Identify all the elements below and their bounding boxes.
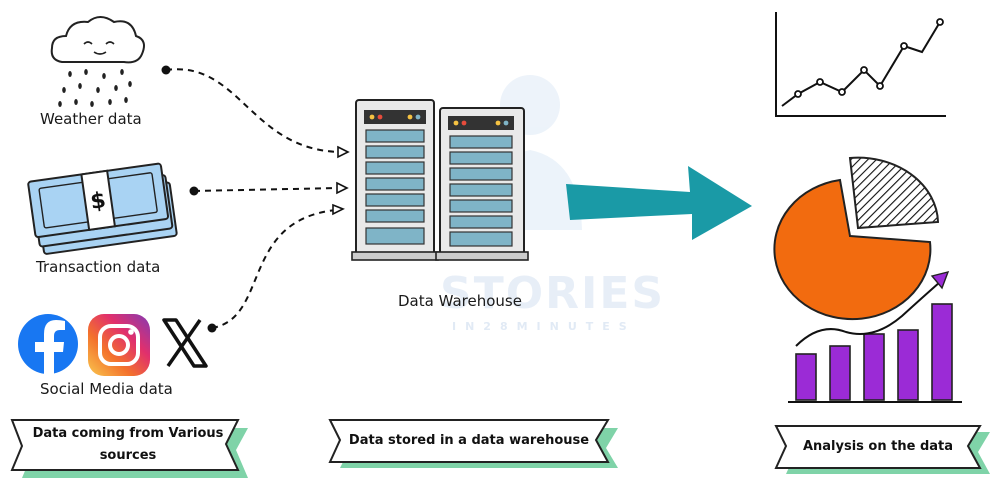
banner-sources-text: Data coming from Various sources [32,426,224,463]
banner-analysis-text: Analysis on the data [802,439,954,454]
banner-warehouse-shape [328,419,618,468]
social-media-data-label: Social Media data [40,380,173,398]
cloud-rain-icon [50,16,145,107]
transaction-data-label: Transaction data [36,258,161,276]
banner-sources: Data coming from Various sources [30,421,226,469]
watermark-subtitle: IN28MINUTES [452,320,636,333]
banner-warehouse-text: Data stored in a data warehouse [348,433,590,448]
banner-warehouse: Data stored in a data warehouse [346,421,592,461]
x-logo-icon [162,318,208,368]
banknote-stack-icon [27,162,178,255]
weather-data-label: Weather data [40,110,142,128]
connector-transaction [193,187,339,192]
connector-start-dots [161,65,217,333]
banknote-dollar-sign: $ [89,188,108,215]
banner-analysis: Analysis on the data [790,427,966,467]
pie-chart-icon [773,156,940,321]
connector-weather [165,68,341,153]
bar-chart-icon [788,270,962,403]
line-chart-icon [775,12,946,117]
connector-social [211,209,337,329]
banner-sources-shape [10,419,248,478]
facebook-icon [18,314,78,376]
server-rack-icon [351,99,529,261]
instagram-icon [88,314,150,376]
watermark-title: STORIES [440,268,666,319]
big-teal-arrow [566,166,752,240]
connectors [165,68,341,329]
connector-arrowheads [332,145,350,216]
banner-analysis-shape [774,425,990,474]
data-warehouse-label: Data Warehouse [398,292,522,310]
